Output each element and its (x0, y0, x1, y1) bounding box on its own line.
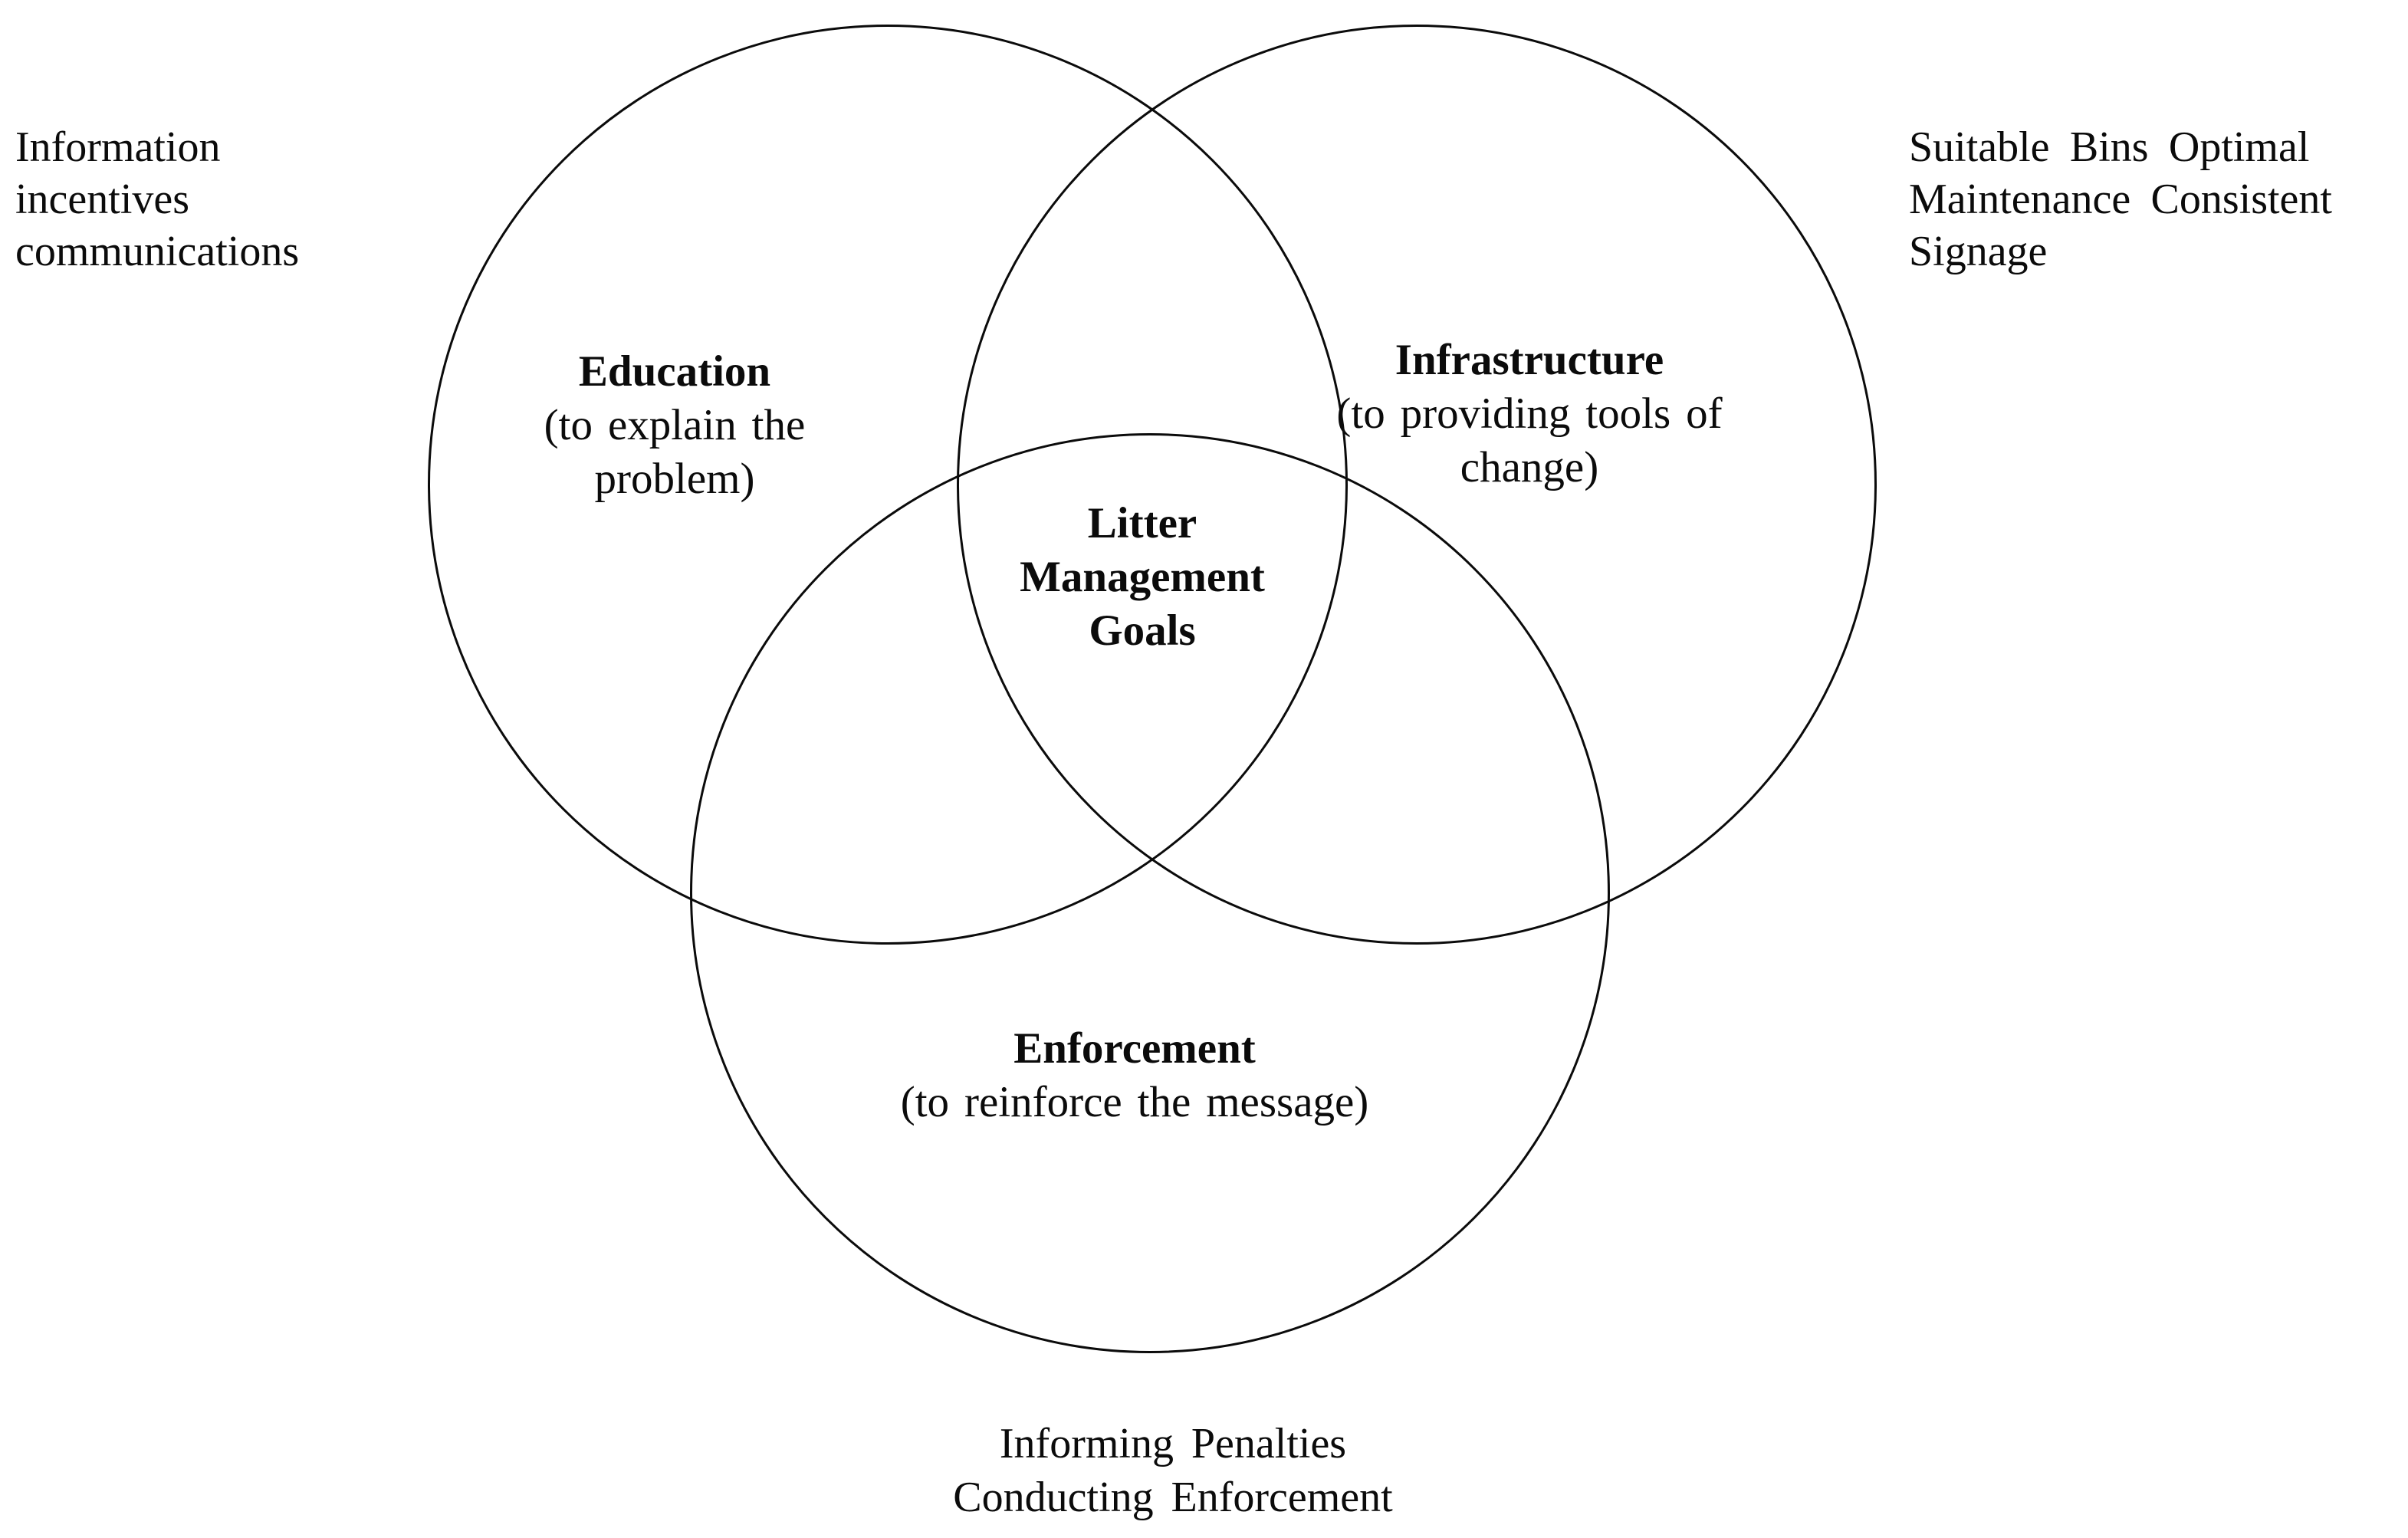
infrastructure-subtitle-line: (to providing tools of (1336, 389, 1723, 438)
education-external-note: Information incentives communications (15, 121, 299, 278)
infrastructure-label: Infrastructure (to providing tools of ch… (1315, 334, 1744, 495)
enforcement-label: Enforcement (to reinforce the message) (866, 1022, 1403, 1129)
education-subtitle-line: problem) (594, 455, 755, 503)
note-line: communications (15, 228, 300, 275)
center-goals-line: Litter (1087, 499, 1197, 547)
center-goals-line: Management (1020, 553, 1265, 601)
infrastructure-title: Infrastructure (1395, 336, 1664, 384)
note-line: Information (15, 123, 221, 171)
education-label: Education (to explain the problem) (506, 345, 843, 506)
enforcement-title: Enforcement (1013, 1024, 1256, 1073)
enforcement-external-note: Informing Penalties Conducting Enforceme… (905, 1417, 1441, 1524)
note-line: Informing Penalties (999, 1420, 1347, 1467)
note-line: incentives (15, 176, 190, 223)
center-goals-line: Goals (1089, 606, 1196, 655)
enforcement-subtitle-line: (to reinforce the message) (900, 1078, 1369, 1126)
enforcement-circle (690, 433, 1610, 1353)
note-line: Suitable Bins Optimal (1909, 123, 2310, 171)
center-goals-label: Litter Management Goals (989, 497, 1296, 658)
education-title: Education (578, 347, 771, 396)
education-subtitle-line: (to explain the (544, 401, 806, 449)
note-line: Signage (1909, 228, 2048, 275)
infrastructure-subtitle-line: change) (1460, 443, 1599, 491)
note-line: Maintenance Consistent (1909, 176, 2332, 223)
infrastructure-external-note: Suitable Bins Optimal Maintenance Consis… (1909, 121, 2332, 278)
note-line: Conducting Enforcement (953, 1474, 1393, 1521)
